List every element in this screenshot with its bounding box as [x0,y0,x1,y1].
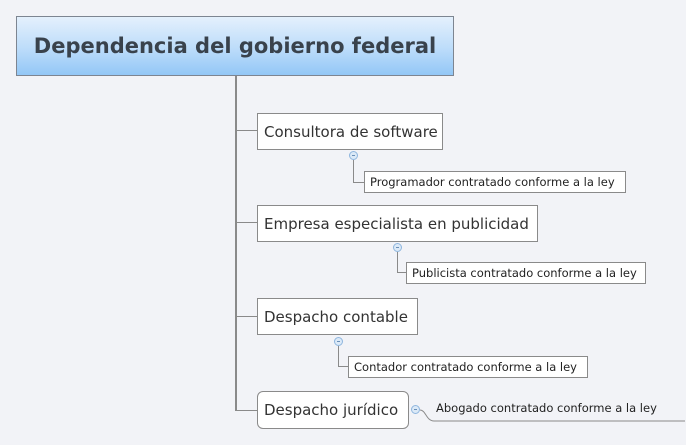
central-topic[interactable]: Dependencia del gobierno federal [16,16,454,76]
subtopic-connector [353,160,354,182]
branch-connector [235,410,257,411]
topic-despacho-juridico[interactable]: Despacho jurídico [257,391,409,429]
subtopic-contador[interactable]: Contador contratado conforme a la ley [348,356,588,378]
subtopic-connector [353,182,364,183]
subtopic-programador[interactable]: Programador contratado conforme a la ley [364,171,626,193]
topic-despacho-contable[interactable]: Despacho contable [257,298,418,335]
topic-label: Consultora de software [264,122,438,141]
branch-connector [235,222,257,223]
branch-connector [235,316,257,317]
topic-consultora-de-software[interactable]: Consultora de software [257,113,443,150]
subtopic-connector [338,366,348,367]
subtopic-label: Publicista contratado conforme a la ley [412,266,637,280]
subtopic-connector [338,346,339,366]
subtopic-connector [420,409,685,422]
subtopic-abogado[interactable]: Abogado contratado conforme a la ley [436,401,657,415]
topic-label: Empresa especialista en publicidad [264,214,529,233]
trunk-connector [235,76,237,411]
subtopic-connector [397,272,406,273]
collapse-toggle-icon[interactable] [334,337,343,346]
subtopic-connector [397,252,398,272]
collapse-toggle-icon[interactable] [393,243,402,252]
subtopic-label: Abogado contratado conforme a la ley [436,401,657,415]
subtopic-label: Programador contratado conforme a la ley [370,175,615,189]
topic-empresa-publicidad[interactable]: Empresa especialista en publicidad [257,205,538,242]
topic-label: Despacho contable [264,307,408,326]
subtopic-label: Contador contratado conforme a la ley [354,360,577,374]
subtopic-publicista[interactable]: Publicista contratado conforme a la ley [406,262,646,284]
collapse-toggle-icon[interactable] [411,405,420,414]
branch-connector [235,130,257,131]
collapse-toggle-icon[interactable] [349,151,358,160]
topic-label: Despacho jurídico [264,401,399,419]
central-topic-label: Dependencia del gobierno federal [33,34,437,58]
